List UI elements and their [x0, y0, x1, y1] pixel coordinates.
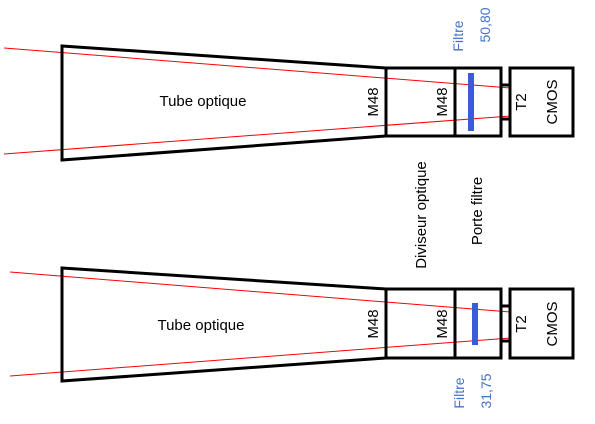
bottom-ray-upper: [9, 271, 511, 313]
top-assembly: Tube optique M48 M48 T2 CMOS Filtre 50,8…: [3, 7, 575, 162]
top-filter-size: 50,80: [477, 7, 493, 42]
bottom-filter-holder: [453, 287, 503, 360]
top-filter-holder: [453, 66, 503, 138]
top-cmos-label: CMOS: [544, 80, 561, 125]
bottom-filter-label: Filtre: [451, 377, 467, 408]
top-filter-label: Filtre: [450, 20, 466, 51]
top-t2-label: T2: [513, 93, 530, 111]
splitter-label: Diviseur optique: [413, 161, 430, 269]
top-ray-upper: [3, 47, 511, 89]
bottom-tube-label: Tube optique: [157, 317, 244, 334]
bottom-t2-label: T2: [513, 315, 530, 333]
bottom-filter-size: 31,75: [478, 373, 494, 408]
top-cmos-camera: [508, 66, 575, 138]
bottom-tube-m48-label: M48: [365, 309, 382, 338]
top-splitter-m48-label: M48: [434, 87, 451, 116]
bottom-filter: [472, 303, 478, 345]
bottom-cmos-label: CMOS: [544, 302, 561, 347]
bottom-ray-lower: [9, 337, 511, 377]
top-filter: [468, 73, 474, 131]
top-ray-lower: [3, 115, 511, 155]
filter-holder-label: Porte filtre: [469, 177, 486, 245]
bottom-splitter-m48-label: M48: [434, 309, 451, 338]
top-tube-label: Tube optique: [159, 93, 246, 110]
bottom-cmos-camera: [508, 287, 575, 360]
bottom-assembly: Tube optique M48 M48 T2 CMOS Filtre 31,7…: [9, 266, 575, 409]
top-tube-m48-label: M48: [365, 87, 382, 116]
